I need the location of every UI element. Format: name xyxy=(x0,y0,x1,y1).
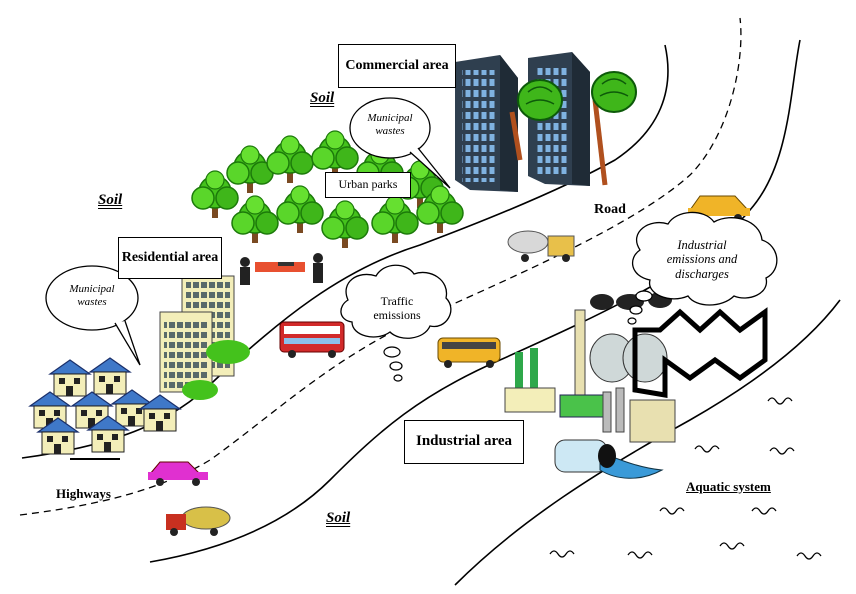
commercial-area-label: Commercial area xyxy=(338,44,456,88)
industrial-complex xyxy=(504,292,768,479)
bubble-traffic xyxy=(340,264,452,382)
bubble-municipal-residential xyxy=(45,265,141,366)
park-trees xyxy=(191,130,464,285)
bubble-industrial xyxy=(627,211,778,325)
traffic-emissions-text: Traffic emissions xyxy=(373,294,421,322)
bus xyxy=(279,321,345,358)
municipal-wastes-commercial-text: Municipal wastes xyxy=(367,112,413,137)
commercial-towers xyxy=(455,52,637,192)
aquatic-system-label: Aquatic system xyxy=(686,479,771,494)
residential-buildings xyxy=(159,275,250,400)
tanker-truck xyxy=(166,506,231,536)
soil-label-top: Soil xyxy=(310,90,335,106)
municipal-wastes-residential-text: Municipal wastes xyxy=(69,283,115,308)
urban-parks-label: Urban parks xyxy=(325,172,411,198)
bubble-municipal-commercial xyxy=(349,97,451,189)
cement-truck xyxy=(507,230,575,262)
industrial-emissions-text: Industrial emissions and discharges xyxy=(666,238,738,281)
houses xyxy=(29,357,181,460)
road-label: Road xyxy=(594,202,626,217)
highways-label: Highways xyxy=(56,486,111,501)
residential-area-label: Residential area xyxy=(118,237,222,279)
soil-label-left: Soil xyxy=(98,192,123,208)
industrial-area-label: Industrial area xyxy=(404,420,524,464)
soil-label-bottom: Soil xyxy=(326,510,351,526)
road-right-edge xyxy=(149,39,801,563)
school-bus xyxy=(437,337,501,368)
car-pink xyxy=(148,461,208,486)
